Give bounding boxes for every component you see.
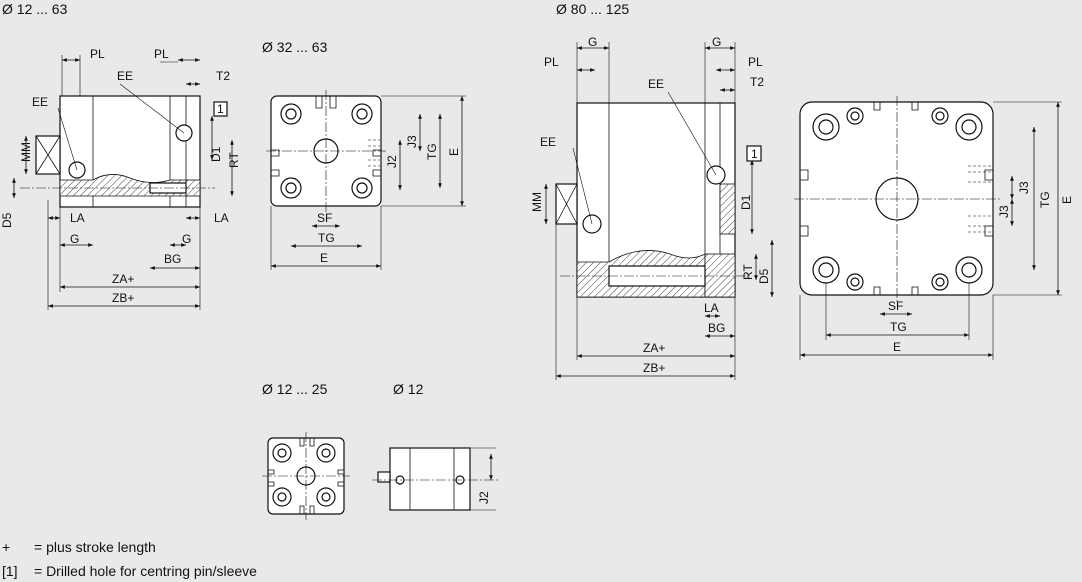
legend-drilled-hole: [1] = Drilled hole for centring pin/sleev… — [2, 563, 257, 579]
legend-text-plus: = plus stroke length — [34, 539, 156, 555]
dim-E-end-small: E — [320, 251, 328, 265]
dim-ZA-small: ZA+ — [112, 272, 134, 286]
end-view-large: SF TG E J3 J3 TG E — [794, 96, 1074, 360]
title-side-small: Ø 12 ... 63 — [2, 1, 68, 17]
dim-D1-large: D1 — [739, 194, 753, 210]
dim-SF-end-small: SF — [317, 211, 332, 225]
dim-E-v-end-large: E — [1060, 196, 1074, 204]
dim-J2-mini: J2 — [477, 491, 491, 504]
dim-G-right-small: G — [182, 232, 191, 246]
dim-TG-end-small: TG — [318, 231, 335, 245]
dim-J3-lower-large: J3 — [997, 205, 1011, 218]
dim-ZB-large: ZB+ — [643, 361, 665, 375]
dim-TG-v-end-small: TG — [425, 143, 439, 160]
dim-BG-large: BG — [708, 321, 725, 335]
dim-RT-small: RT — [227, 152, 241, 168]
title-end-small: Ø 32 ... 63 — [262, 39, 328, 55]
dim-TG-end-large: TG — [890, 320, 907, 334]
dim-T2-large: T2 — [750, 75, 764, 89]
legend-plus: + = plus stroke length — [2, 539, 156, 555]
dim-RT-large: RT — [741, 264, 755, 280]
dim-G-left-small: G — [70, 232, 79, 246]
dim-PL-right-small: PL — [154, 47, 169, 61]
dim-EE-top-large: EE — [648, 77, 664, 91]
dim-J3-end-small: J3 — [405, 135, 419, 148]
dim-J2-end-small: J2 — [385, 155, 399, 168]
dim-G-left-large: G — [588, 35, 597, 49]
dim-G-right-large: G — [712, 35, 721, 49]
dim-D5-large: D5 — [757, 268, 771, 284]
dim-MM-small: MM — [19, 142, 33, 162]
dim-D5-small: D5 — [0, 212, 14, 228]
dim-LA-large: LA — [704, 301, 719, 315]
end-view-small: SF TG E J2 J3 TG E — [266, 90, 466, 270]
dim-MM-large: MM — [530, 192, 544, 212]
callout-1-large: 1 — [751, 147, 758, 161]
title-end-mini: Ø 12 ... 25 — [262, 381, 328, 397]
dim-PL-right-large: PL — [748, 55, 763, 69]
dim-EE-left-small: EE — [32, 95, 48, 109]
dim-BG-small: BG — [164, 252, 181, 266]
side-view-large: 1 G G PL PL EE T2 EE MM D1 RT D5 LA BG Z… — [530, 35, 774, 380]
dim-SF-end-large: SF — [888, 299, 903, 313]
dim-LA-left-small: LA — [70, 211, 85, 225]
callout-1-small: 1 — [217, 102, 224, 116]
title-side-mini: Ø 12 — [393, 381, 424, 397]
legend-symbol-1: [1] — [2, 563, 18, 579]
dim-PL-left-small: PL — [90, 47, 105, 61]
title-side-large: Ø 80 ... 125 — [556, 1, 629, 17]
dim-E-v-end-small: E — [447, 148, 461, 156]
dim-EE-top-small: EE — [117, 69, 133, 83]
dim-D1-small: D1 — [209, 146, 223, 162]
dim-J3-upper-large: J3 — [1017, 181, 1031, 194]
dim-ZB-small: ZB+ — [112, 291, 134, 305]
dim-EE-left-large: EE — [540, 135, 556, 149]
side-view-small: 1 PL PL EE T2 EE MM D1 RT D5 LA LA G G B… — [0, 47, 241, 310]
dim-ZA-large: ZA+ — [643, 341, 665, 355]
dim-T2-small: T2 — [216, 69, 230, 83]
dim-TG-v-end-large: TG — [1038, 191, 1052, 208]
dim-PL-left-large: PL — [544, 55, 559, 69]
end-view-mini — [262, 432, 350, 520]
dim-E-end-large: E — [893, 340, 901, 354]
dim-LA-right-small: LA — [214, 211, 229, 225]
legend-text-drilled-hole: = Drilled hole for centring pin/sleeve — [34, 563, 257, 579]
side-view-mini: J2 — [372, 447, 498, 511]
legend-symbol-plus: + — [2, 539, 11, 555]
